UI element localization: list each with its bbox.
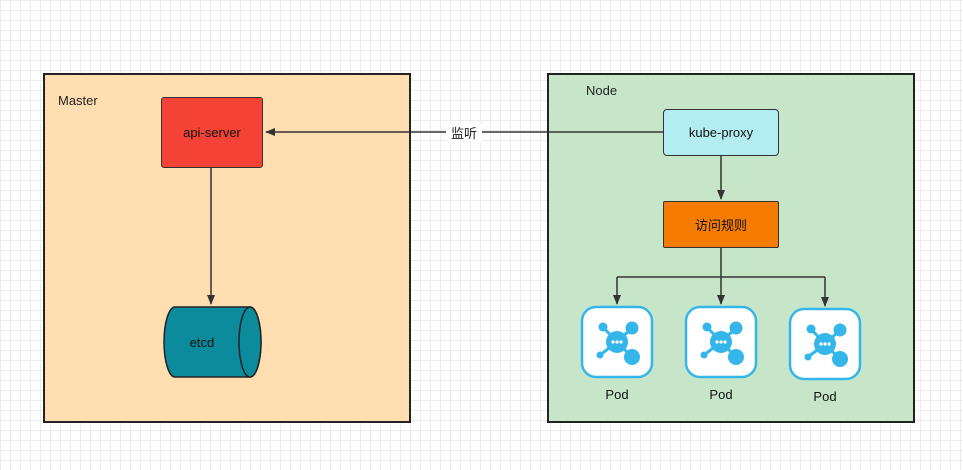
- etcd-label: etcd: [190, 335, 215, 350]
- pod-2-label: Pod: [709, 387, 733, 402]
- access-rules-box: 访问规则: [663, 201, 779, 248]
- pod-3-icon: [788, 307, 862, 381]
- pod-1-label: Pod: [605, 387, 629, 402]
- node-label: Node: [586, 83, 618, 98]
- api-server-label: api-server: [183, 125, 241, 140]
- access-rules-label: 访问规则: [694, 218, 747, 233]
- watch-label-bg: [446, 124, 482, 142]
- pod-1-icon: [580, 305, 654, 379]
- api-server-box: api-server: [161, 97, 263, 168]
- pod-2-icon: [684, 305, 758, 379]
- kube-proxy-box: kube-proxy: [663, 109, 779, 156]
- etcd-cylinder: etcd: [163, 306, 262, 378]
- master-label: Master: [58, 93, 98, 108]
- kube-proxy-label: kube-proxy: [688, 125, 754, 140]
- pod-3-label: Pod: [813, 389, 837, 404]
- watch-label: 监听: [451, 126, 477, 141]
